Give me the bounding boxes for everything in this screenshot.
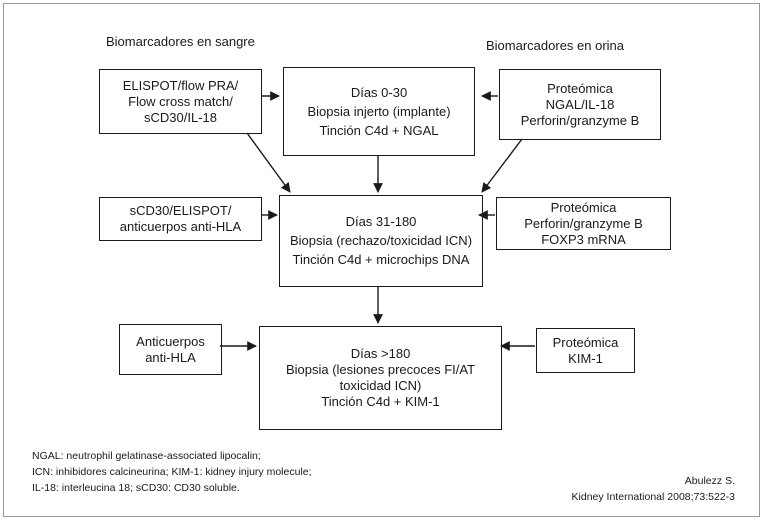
- blood-box-early: ELISPOT/flow PRA/ Flow cross match/ sCD3…: [99, 69, 262, 134]
- urine-box-late: Proteómica KIM-1: [536, 328, 635, 373]
- footnote-line: IL-18: interleucina 18; sCD30: CD30 solu…: [32, 482, 240, 494]
- figure-frame: Biomarcadores en sangre Biomarcadores en…: [3, 3, 760, 517]
- box-line: Días 31-180: [345, 214, 417, 229]
- urine-box-mid: Proteómica Perforin/granzyme B FOXP3 mRN…: [496, 197, 671, 250]
- box-line: Tinción C4d + NGAL: [319, 122, 439, 138]
- box-line: Anticuerpos: [136, 333, 205, 349]
- citation-line: Kidney International 2008;73:522-3: [571, 491, 735, 503]
- box-line: Proteómica: [547, 80, 613, 96]
- box-line: anti-HLA: [145, 349, 196, 365]
- arrow-blood-early-to-phase2: [246, 132, 291, 193]
- box-line: Biopsia (lesiones precoces FI/AT: [285, 362, 476, 377]
- box-line: sCD30/IL-18: [144, 109, 217, 125]
- box-line: KIM-1: [568, 350, 603, 366]
- box-line: toxicidad ICN): [339, 378, 422, 393]
- box-line: anticuerpos anti-HLA: [119, 219, 242, 234]
- footnote-line: ICN: inhibidores calcineurina; KIM-1: ki…: [32, 466, 312, 478]
- blood-box-mid: sCD30/ELISPOT/ anticuerpos anti-HLA: [99, 197, 262, 241]
- abbreviations-footnote: NGAL: neutrophil gelatinase-associated l…: [32, 448, 312, 496]
- box-line: NGAL/IL-18: [545, 96, 615, 112]
- box-line: Proteómica: [552, 334, 619, 350]
- footnote-line: NGAL: neutrophil gelatinase-associated l…: [32, 450, 261, 462]
- box-line: Biopsia (rechazo/toxicidad ICN): [289, 233, 473, 248]
- box-line: Días >180: [350, 346, 411, 361]
- box-line: sCD30/ELISPOT/: [129, 203, 232, 218]
- box-line: Días 0-30: [350, 84, 408, 100]
- box-line: Biopsia injerto (implante): [307, 103, 451, 119]
- box-line: FOXP3 mRNA: [541, 231, 626, 247]
- phase-box-days-over-180: Días >180 Biopsia (lesiones precoces FI/…: [259, 326, 502, 430]
- box-line: Proteómica: [550, 199, 617, 215]
- phase-box-days-31-180: Días 31-180 Biopsia (rechazo/toxicidad I…: [279, 195, 483, 287]
- box-line: Flow cross match/: [128, 93, 233, 109]
- source-citation: Abulezz S. Kidney International 2008;73:…: [572, 473, 735, 505]
- phase-box-days-0-30: Días 0-30 Biopsia injerto (implante) Tin…: [283, 67, 475, 156]
- box-line: Perforin/granzyme B: [524, 215, 643, 231]
- blood-biomarkers-heading: Biomarcadores en sangre: [106, 34, 255, 49]
- box-line: Perforin/granzyme B: [520, 112, 640, 128]
- urine-box-early: Proteómica NGAL/IL-18 Perforin/granzyme …: [499, 69, 661, 140]
- arrow-urine-early-to-phase2: [481, 138, 523, 193]
- box-line: Tinción C4d + KIM-1: [321, 394, 440, 409]
- blood-box-late: Anticuerpos anti-HLA: [119, 324, 222, 375]
- urine-biomarkers-heading: Biomarcadores en orina: [486, 38, 625, 53]
- box-line: Tinción C4d + microchips DNA: [292, 252, 470, 267]
- citation-line: Abulezz S.: [684, 475, 735, 487]
- box-line: ELISPOT/flow PRA/: [122, 77, 239, 93]
